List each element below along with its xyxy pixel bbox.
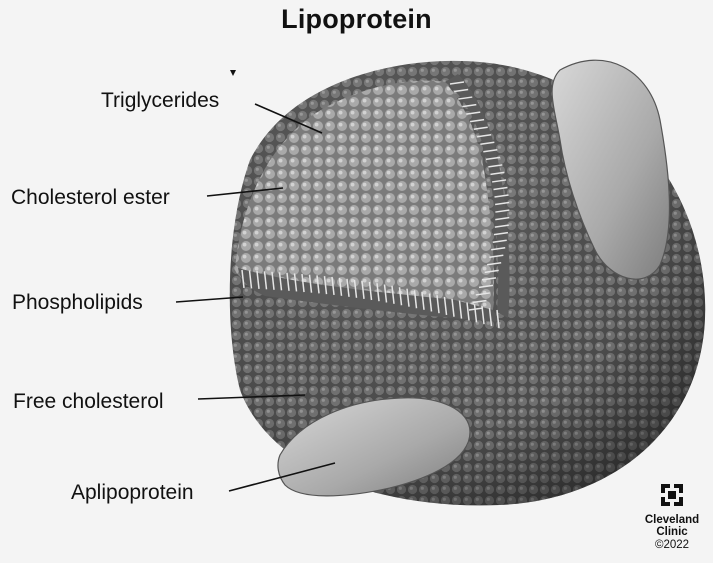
- lipid-core: [235, 81, 494, 310]
- label-triglycerides: Triglycerides: [101, 90, 219, 111]
- cleveland-clinic-cross-logo-icon: [661, 484, 683, 506]
- logo-line1: Cleveland: [640, 514, 704, 526]
- label-free-cholesterol: Free cholesterol: [13, 391, 164, 412]
- label-cholesterol-ester: Cholesterol ester: [11, 187, 170, 208]
- logo-year: ©2022: [640, 538, 704, 552]
- label-phospholipids: Phospholipids: [12, 292, 143, 313]
- cleveland-clinic-logo: Cleveland Clinic ©2022: [640, 484, 704, 552]
- label-aplipoprotein: Aplipoprotein: [71, 482, 194, 503]
- tiny-mark: [230, 70, 236, 76]
- logo-line2: Clinic: [640, 526, 704, 538]
